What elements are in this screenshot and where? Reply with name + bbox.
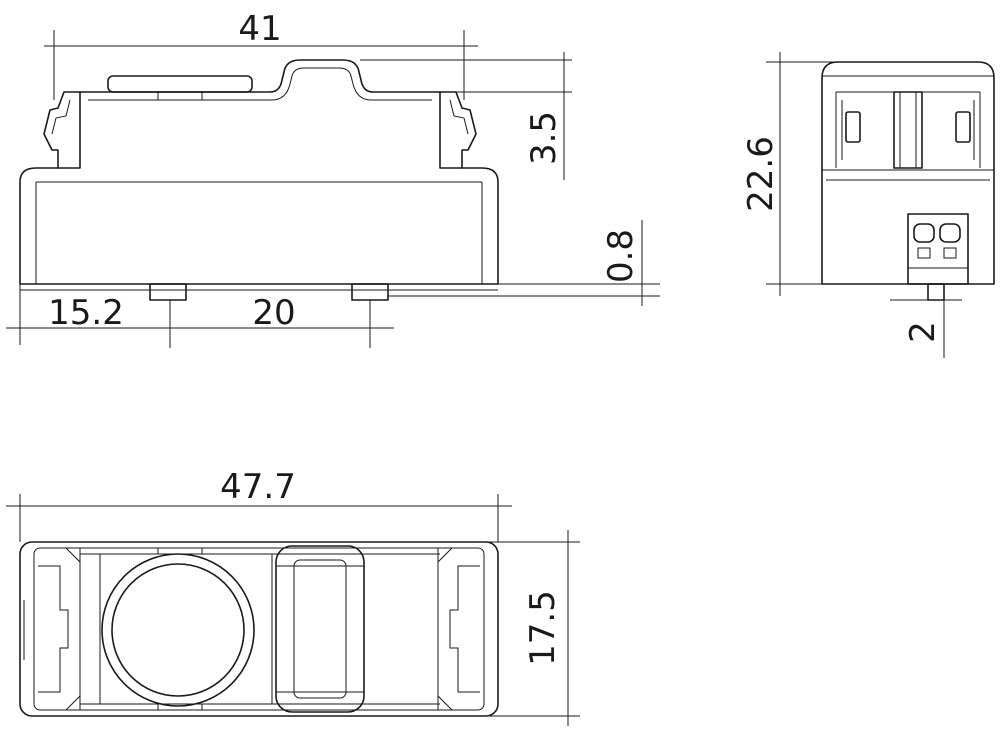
dim-2-label: 2	[903, 321, 943, 343]
front-view	[19, 59, 499, 301]
dim-41-label: 41	[238, 9, 281, 49]
side-dimensions: 22.6 2	[741, 52, 962, 358]
side-view	[821, 61, 995, 301]
front-top-cap	[107, 75, 253, 93]
bottom-left-clip-corner-bottom	[65, 694, 81, 711]
front-upper-inner	[88, 67, 432, 101]
dim-20-label: 20	[252, 293, 295, 333]
bottom-dimensions: 47.7 17.5	[6, 467, 580, 726]
dim-17-5-label: 17.5	[523, 590, 563, 666]
dim-47-7-label: 47.7	[220, 467, 296, 507]
dim-22-6-label: 22.6	[741, 136, 781, 212]
side-terminal-release-right	[943, 247, 957, 259]
front-body-outline	[19, 59, 499, 285]
side-latch-right	[955, 111, 971, 143]
side-terminal-port-left	[913, 223, 935, 243]
bottom-left-clip-corner-top	[65, 547, 81, 564]
bottom-center-block-inner	[293, 559, 347, 699]
bottom-view	[19, 541, 499, 717]
bottom-left-clip	[38, 565, 69, 693]
front-right-clip	[439, 91, 477, 169]
side-pin	[927, 283, 945, 301]
side-center-slot	[893, 91, 923, 169]
bottom-dome-frame	[99, 553, 273, 705]
front-foot-right	[351, 283, 389, 301]
bottom-inner-frame	[33, 547, 485, 711]
side-terminal-release-left	[917, 247, 931, 259]
dim-0-8-label: 0.8	[601, 229, 641, 283]
bottom-right-clip-corner-bottom	[437, 694, 453, 711]
bottom-center-block	[275, 545, 365, 713]
dim-15-2-label: 15.2	[48, 293, 124, 333]
dim-3-5-label: 3.5	[524, 111, 564, 165]
bottom-body-outline	[19, 541, 499, 717]
bottom-dome-inner	[111, 563, 245, 697]
side-body-outline	[821, 61, 995, 285]
bottom-right-clip	[449, 565, 480, 693]
side-terminal-port-right	[939, 223, 961, 243]
front-right-clip-inner	[449, 99, 469, 135]
side-inner-frame	[835, 91, 981, 168]
bottom-dome-outer	[101, 553, 255, 707]
front-left-clip-inner	[51, 99, 71, 135]
side-latch-left	[845, 111, 861, 143]
front-dimensions: 41 3.5 0.8 15.2 20	[6, 9, 660, 348]
front-foot-left	[149, 283, 187, 301]
bottom-right-clip-corner-top	[437, 547, 453, 564]
front-left-clip	[43, 91, 81, 169]
